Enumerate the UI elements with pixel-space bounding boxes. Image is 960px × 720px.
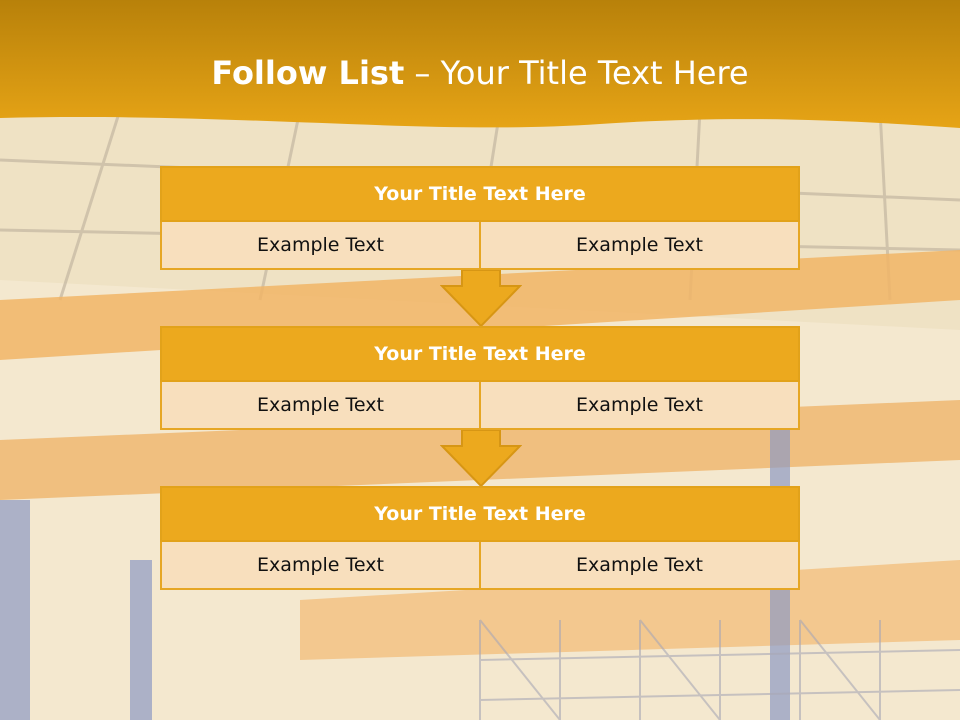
block-row: Example Text Example Text bbox=[160, 542, 800, 590]
block-title: Your Title Text Here bbox=[160, 486, 800, 542]
block-cell-right: Example Text bbox=[481, 382, 800, 430]
slide-title: Follow List – Your Title Text Here bbox=[0, 54, 960, 92]
block-cell-left: Example Text bbox=[160, 382, 481, 430]
flow-block-1: Your Title Text Here Example Text Exampl… bbox=[160, 166, 800, 270]
down-arrow-icon bbox=[440, 430, 522, 488]
title-bold: Follow List bbox=[211, 54, 405, 92]
block-cell-left: Example Text bbox=[160, 222, 481, 270]
block-cell-right: Example Text bbox=[481, 542, 800, 590]
flow-block-2: Your Title Text Here Example Text Exampl… bbox=[160, 326, 800, 430]
title-rest: – Your Title Text Here bbox=[404, 54, 749, 92]
flow-block-3: Your Title Text Here Example Text Exampl… bbox=[160, 486, 800, 590]
block-cell-left: Example Text bbox=[160, 542, 481, 590]
block-cell-right: Example Text bbox=[481, 222, 800, 270]
block-row: Example Text Example Text bbox=[160, 382, 800, 430]
block-title: Your Title Text Here bbox=[160, 166, 800, 222]
down-arrow-icon bbox=[440, 270, 522, 328]
block-title: Your Title Text Here bbox=[160, 326, 800, 382]
block-row: Example Text Example Text bbox=[160, 222, 800, 270]
